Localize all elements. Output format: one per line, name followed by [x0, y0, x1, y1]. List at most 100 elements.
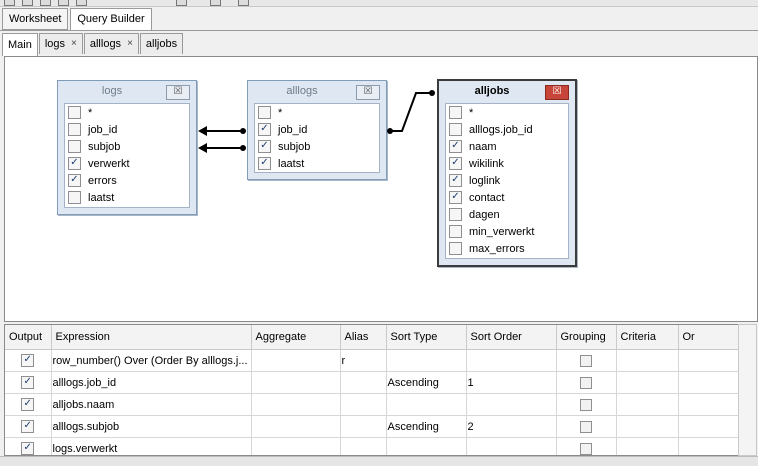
expression-cell[interactable]: alllogs.subjob — [51, 415, 252, 438]
or-cell[interactable] — [678, 437, 739, 455]
column-checkbox[interactable] — [68, 174, 81, 187]
toolbar-button-icon[interactable] — [210, 0, 221, 6]
col-header-expression[interactable]: Expression — [51, 325, 252, 350]
close-icon[interactable]: ☒ — [166, 85, 190, 100]
close-icon[interactable]: × — [71, 38, 77, 49]
col-header-or[interactable]: Or — [678, 325, 739, 350]
output-checkbox[interactable] — [21, 442, 35, 455]
sort-order-cell[interactable]: 1 — [466, 371, 557, 394]
grid-vertical-scrollbar[interactable] — [738, 324, 757, 456]
column-row[interactable]: dagen — [446, 206, 568, 223]
sort-type-cell[interactable] — [386, 437, 467, 455]
subtab-alllogs[interactable]: alllogs× — [83, 33, 139, 54]
sort-type-cell[interactable]: Ascending — [386, 371, 467, 394]
sort-order-cell[interactable]: 2 — [466, 415, 557, 438]
alias-cell[interactable] — [340, 393, 387, 416]
expression-cell[interactable]: alllogs.job_id — [51, 371, 252, 394]
column-row[interactable]: verwerkt — [65, 155, 189, 172]
aggregate-cell[interactable] — [251, 437, 341, 455]
diagram-canvas[interactable]: logs ☒ * job_id subjob verwerkt errors l… — [4, 56, 758, 322]
subtab-alljobs[interactable]: alljobs — [139, 33, 184, 54]
toolbar-button-icon[interactable] — [76, 0, 87, 6]
aggregate-cell[interactable] — [251, 371, 341, 394]
col-header-aggregate[interactable]: Aggregate — [251, 325, 341, 350]
column-row[interactable]: alllogs.job_id — [446, 121, 568, 138]
column-checkbox[interactable] — [449, 123, 462, 136]
output-checkbox[interactable] — [21, 354, 35, 367]
column-checkbox[interactable] — [449, 225, 462, 238]
column-row[interactable]: max_errors — [446, 240, 568, 257]
subtab-logs[interactable]: logs× — [38, 33, 83, 54]
column-row[interactable]: contact — [446, 189, 568, 206]
column-checkbox[interactable] — [449, 106, 462, 119]
sort-order-cell[interactable] — [466, 437, 557, 455]
aggregate-cell[interactable] — [251, 415, 341, 438]
column-checkbox[interactable] — [449, 242, 462, 255]
or-cell[interactable] — [678, 349, 739, 372]
expression-cell[interactable]: logs.verwerkt — [51, 437, 252, 455]
column-row[interactable]: laatst — [65, 189, 189, 206]
subtab-main[interactable]: Main — [2, 33, 38, 56]
column-row[interactable]: * — [65, 104, 189, 121]
column-row[interactable]: wikilink — [446, 155, 568, 172]
or-cell[interactable] — [678, 371, 739, 394]
close-icon[interactable]: × — [127, 38, 133, 49]
table-header[interactable]: alllogs ☒ — [248, 81, 386, 103]
aggregate-cell[interactable] — [251, 349, 341, 372]
alias-cell[interactable] — [340, 415, 387, 438]
alias-cell[interactable] — [340, 437, 387, 455]
column-checkbox[interactable] — [449, 174, 462, 187]
toolbar-button-icon[interactable] — [176, 0, 187, 6]
column-checkbox[interactable] — [449, 191, 462, 204]
table-box-logs[interactable]: logs ☒ * job_id subjob verwerkt errors l… — [57, 80, 197, 215]
column-row[interactable]: job_id — [255, 121, 379, 138]
column-row[interactable]: * — [446, 104, 568, 121]
sort-order-cell[interactable] — [466, 349, 557, 372]
column-row[interactable]: * — [255, 104, 379, 121]
table-box-alllogs[interactable]: alllogs ☒ * job_id subjob laatst — [247, 80, 387, 180]
column-row[interactable]: naam — [446, 138, 568, 155]
column-row[interactable]: errors — [65, 172, 189, 189]
column-row[interactable]: subjob — [65, 138, 189, 155]
column-checkbox[interactable] — [449, 208, 462, 221]
table-box-alljobs[interactable]: alljobs ☒ * alllogs.job_id naam wikilink… — [437, 79, 577, 267]
toolbar-button-icon[interactable] — [40, 0, 51, 6]
column-checkbox[interactable] — [68, 123, 81, 136]
close-icon[interactable]: ☒ — [545, 85, 569, 100]
column-checkbox[interactable] — [68, 157, 81, 170]
col-header-sort-order[interactable]: Sort Order — [466, 325, 557, 350]
alias-cell[interactable] — [340, 371, 387, 394]
grouping-checkbox[interactable] — [580, 398, 592, 411]
column-row[interactable]: job_id — [65, 121, 189, 138]
criteria-cell[interactable] — [616, 393, 679, 416]
column-checkbox[interactable] — [449, 140, 462, 153]
sort-type-cell[interactable]: Ascending — [386, 415, 467, 438]
grouping-checkbox[interactable] — [580, 442, 592, 455]
output-checkbox[interactable] — [21, 398, 35, 411]
table-header[interactable]: logs ☒ — [58, 81, 196, 103]
column-row[interactable]: subjob — [255, 138, 379, 155]
horizontal-scrollbar[interactable] — [0, 456, 758, 466]
grouping-checkbox[interactable] — [580, 354, 592, 367]
sort-type-cell[interactable] — [386, 393, 467, 416]
column-row[interactable]: min_verwerkt — [446, 223, 568, 240]
toolbar-button-icon[interactable] — [58, 0, 69, 6]
col-header-alias[interactable]: Alias — [340, 325, 387, 350]
close-icon[interactable]: ☒ — [356, 85, 380, 100]
toolbar-button-icon[interactable] — [238, 0, 249, 6]
column-row[interactable]: laatst — [255, 155, 379, 172]
or-cell[interactable] — [678, 393, 739, 416]
column-checkbox[interactable] — [68, 191, 81, 204]
col-header-grouping[interactable]: Grouping — [556, 325, 617, 350]
tab-query-builder[interactable]: Query Builder — [70, 8, 152, 31]
criteria-cell[interactable] — [616, 349, 679, 372]
criteria-cell[interactable] — [616, 415, 679, 438]
grouping-checkbox[interactable] — [580, 376, 592, 389]
output-checkbox[interactable] — [21, 420, 35, 433]
expression-cell[interactable]: row_number() Over (Order By alllogs.j... — [51, 349, 252, 372]
column-checkbox[interactable] — [258, 140, 271, 153]
column-row[interactable]: loglink — [446, 172, 568, 189]
col-header-sort-type[interactable]: Sort Type — [386, 325, 467, 350]
table-header[interactable]: alljobs ☒ — [439, 81, 575, 103]
sort-order-cell[interactable] — [466, 393, 557, 416]
